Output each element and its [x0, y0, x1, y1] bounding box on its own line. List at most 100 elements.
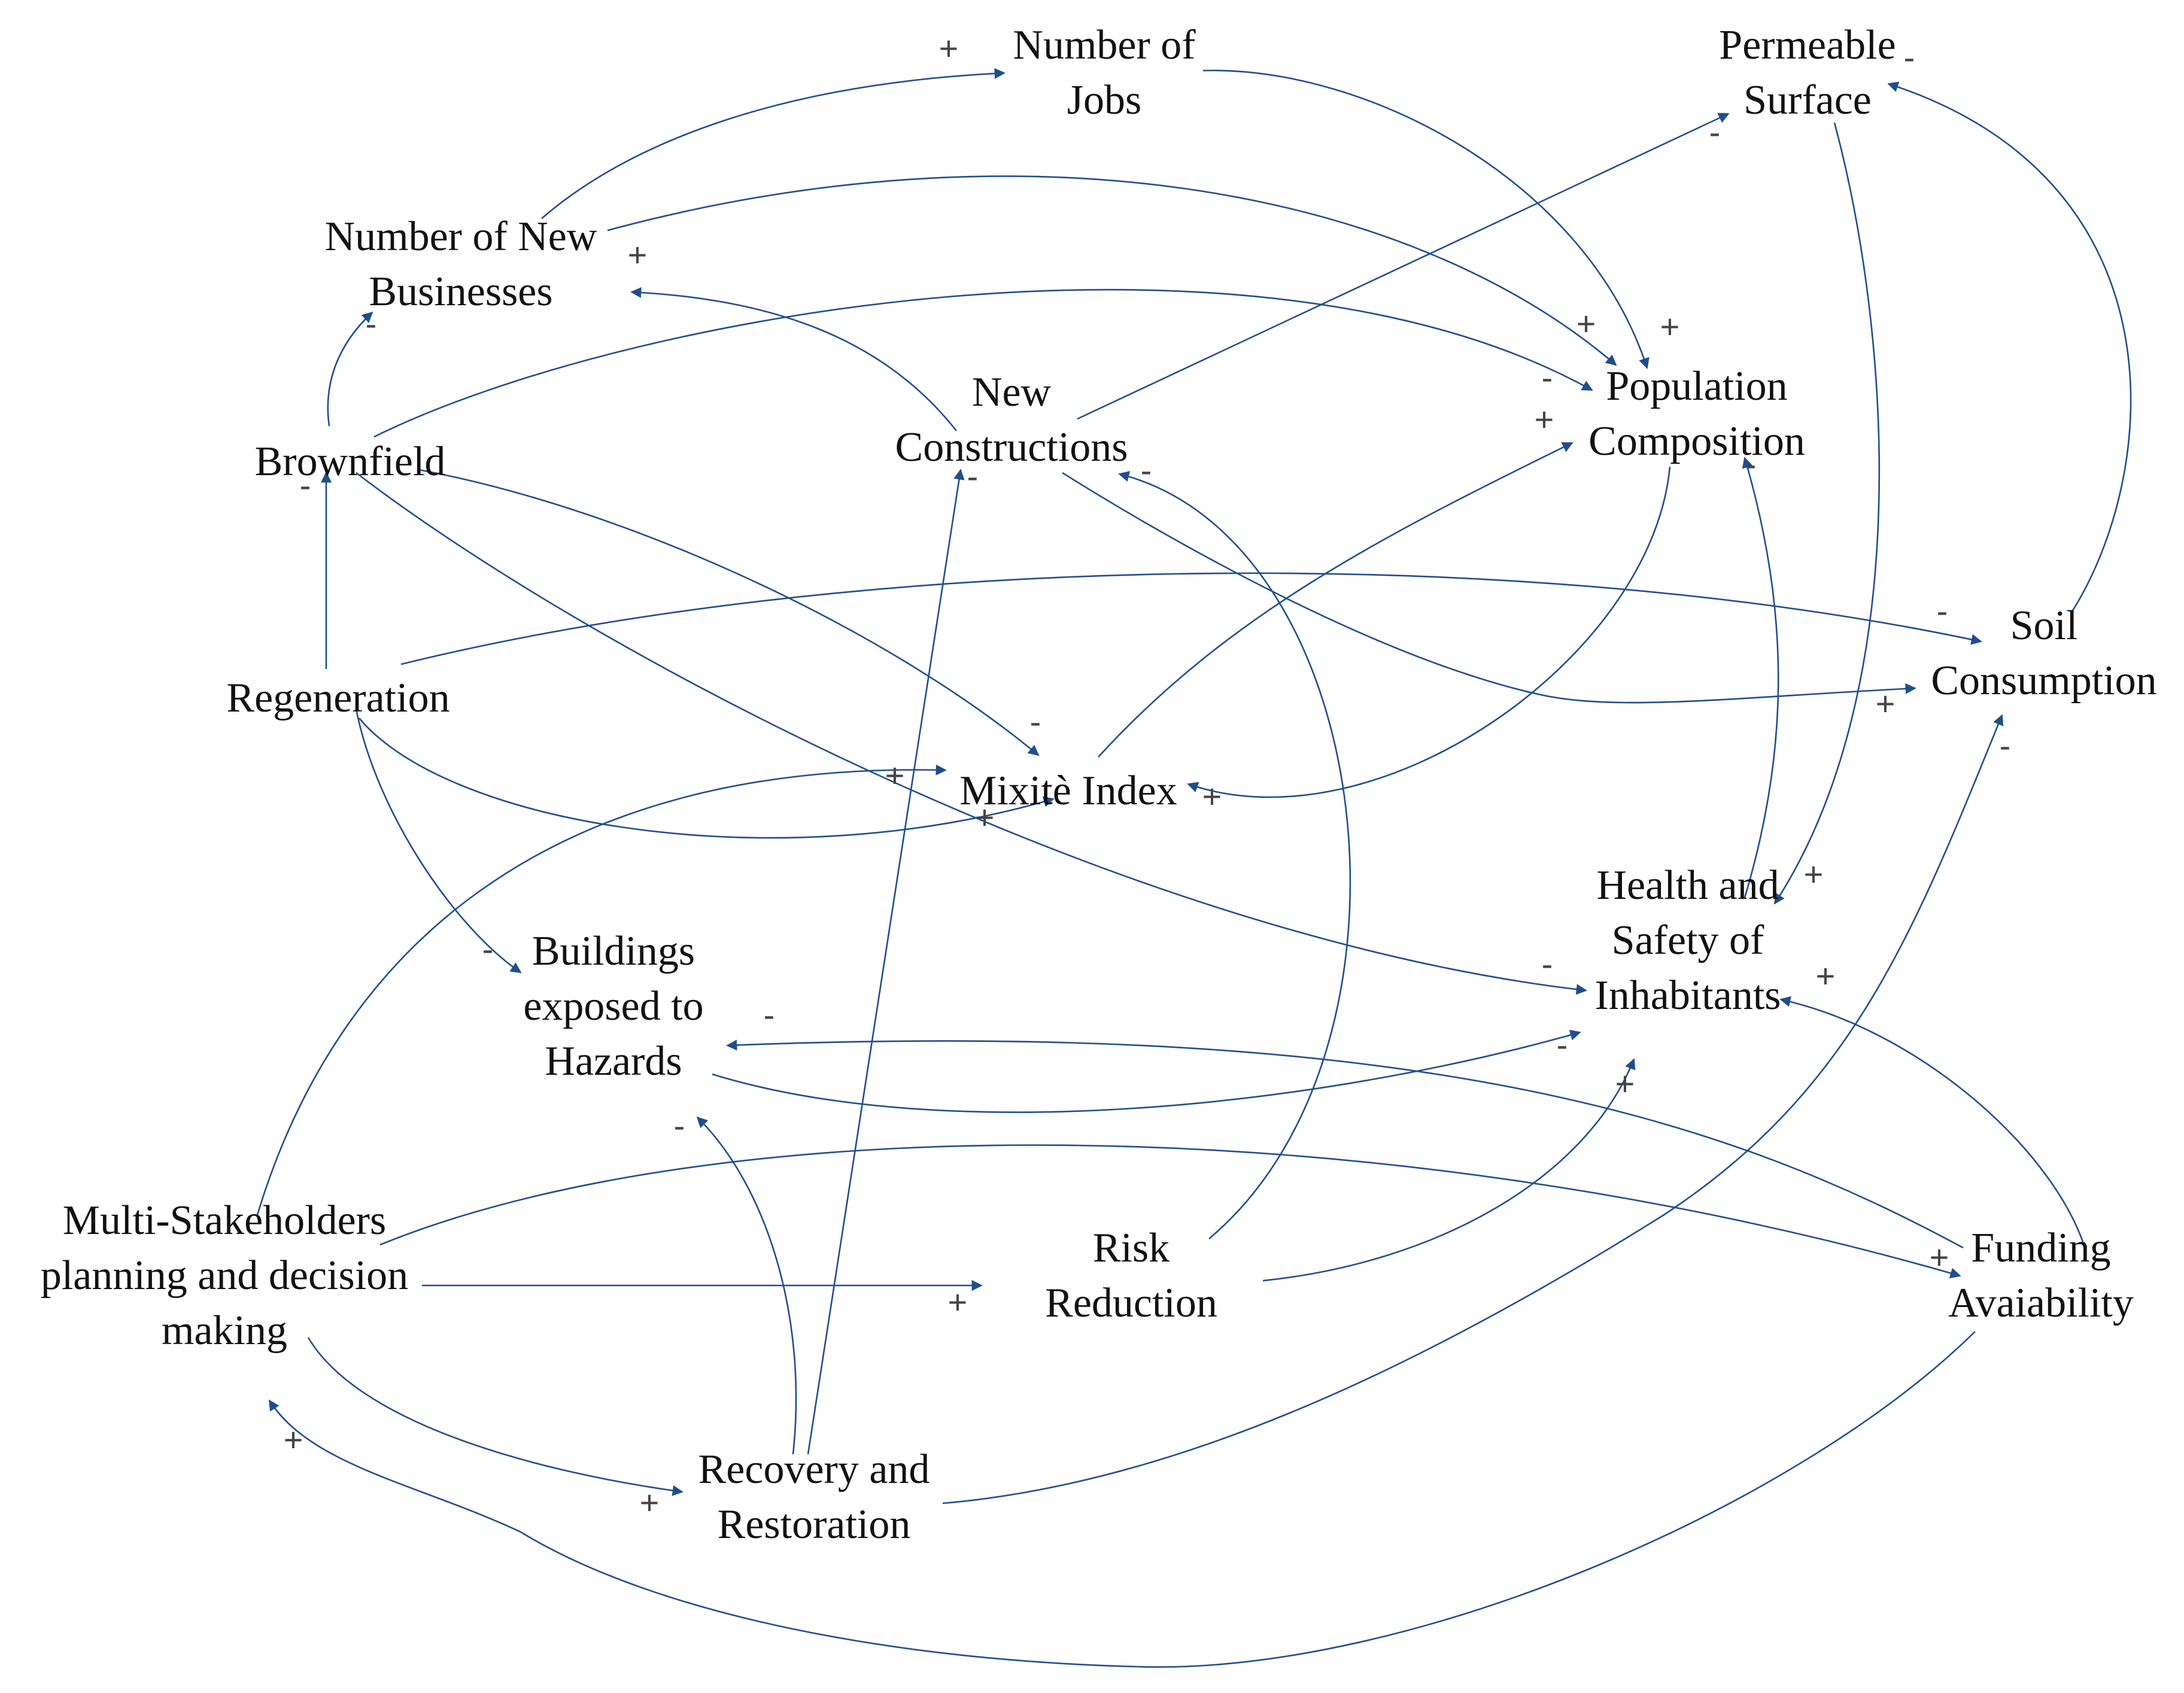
link-newcons-to-soil — [1062, 472, 1916, 704]
polarity-sign-mixite-to-popcomp: + — [1535, 400, 1554, 438]
link-popcomp-to-mixite — [1187, 466, 1671, 798]
node-multi-label-line: planning and decision — [41, 1253, 408, 1299]
node-risk-label-line: Reduction — [1045, 1280, 1217, 1326]
node-newbiz-label-line: Businesses — [369, 269, 552, 315]
link-brownfield-to-mixite — [418, 469, 1040, 756]
polarity-sign-brownfield-to-popcomp: - — [1542, 358, 1553, 396]
link-permeable-to-health — [1773, 122, 1881, 905]
node-popcomp-label-line: Composition — [1588, 418, 1805, 464]
node-jobs-label-line: Number of — [1013, 22, 1196, 68]
link-funding-to-buildings — [726, 1039, 1964, 1249]
link-newbiz-to-popcomp — [607, 175, 1617, 366]
link-recovery-to-newcons — [807, 469, 965, 1455]
node-newbiz-label-line: Number of New — [325, 214, 597, 260]
polarity-sign-multi-to-funding: + — [1930, 1238, 1949, 1276]
node-soil-label-line: Soil — [2010, 603, 2078, 649]
link-funding-to-health — [1779, 996, 2084, 1242]
polarity-sign-newcons-to-soil: + — [1876, 685, 1896, 722]
link-jobs-to-popcomp — [1202, 69, 1650, 369]
polarity-sign-funding-to-multi: + — [284, 1421, 303, 1458]
polarity-sign-newbiz-to-popcomp: + — [1577, 305, 1596, 342]
polarity-sign-multi-to-mixite: + — [885, 756, 905, 794]
link-newcons-to-permeable — [1077, 113, 1730, 420]
node-health-label-line: Safety of — [1612, 917, 1764, 963]
node-health-label-line: Health and — [1596, 862, 1779, 908]
polarity-sign-brownfield-to-health: - — [1542, 945, 1553, 983]
link-soil-to-permeable — [1887, 81, 2132, 614]
link-health-to-popcomp — [1742, 457, 1779, 898]
link-brownfield-to-popcomp — [373, 288, 1593, 438]
link-brownfield-to-newbiz — [327, 311, 373, 427]
node-permeable-label-line: Surface — [1743, 77, 1872, 123]
link-newcons-to-newbiz — [630, 287, 958, 431]
link-risk-to-newcons — [1118, 471, 1351, 1239]
polarity-signs-layer: +++--+--+----++-++-+--++---+++-+ — [284, 29, 2011, 1521]
link-mixite-to-popcomp — [1098, 442, 1574, 758]
link-brownfield-to-health — [356, 472, 1587, 995]
polarity-sign-recovery-to-soil: - — [2000, 727, 2011, 764]
polarity-sign-newcons-to-permeable: - — [1709, 113, 1721, 151]
node-newcons-label-line: New — [972, 369, 1052, 415]
node-buildings-label-line: Buildings — [532, 928, 695, 974]
link-newbiz-to-jobs — [541, 68, 1006, 219]
polarity-sign-health-to-popcomp: - — [1745, 445, 1757, 483]
node-health-label-line: Inhabitants — [1594, 972, 1781, 1019]
polarity-sign-regeneration-to-buildings: - — [482, 930, 494, 968]
node-regeneration: Regeneration — [226, 675, 449, 721]
link-risk-to-health — [1262, 1058, 1636, 1282]
polarity-sign-funding-to-buildings: - — [764, 996, 775, 1034]
polarity-sign-recovery-to-newcons: - — [967, 457, 979, 495]
polarity-sign-funding-to-health: + — [1816, 957, 1836, 995]
polarity-sign-multi-to-risk: + — [948, 1283, 968, 1321]
node-regeneration-label-line: Regeneration — [226, 675, 449, 721]
node-funding-label-line: Funding — [1971, 1225, 2110, 1271]
links-layer — [256, 68, 2132, 1668]
node-multi-label-line: making — [162, 1308, 287, 1354]
link-recovery-to-soil — [942, 714, 2004, 1504]
polarity-sign-popcomp-to-mixite: + — [1202, 777, 1222, 815]
node-popcomp-label-line: Population — [1606, 363, 1787, 409]
polarity-sign-recovery-to-buildings: - — [674, 1107, 685, 1144]
node-mixite: Mixitè Index — [959, 768, 1177, 814]
polarity-sign-risk-to-newcons: - — [1141, 451, 1152, 489]
link-buildings-to-health — [712, 1029, 1581, 1113]
node-risk-label-line: Risk — [1093, 1225, 1170, 1271]
link-recovery-to-buildings — [696, 1116, 797, 1455]
polarity-sign-regeneration-to-mixite: + — [975, 798, 995, 836]
node-buildings-label-line: exposed to — [523, 983, 703, 1029]
link-funding-to-multi — [268, 1331, 1976, 1668]
link-regeneration-to-soil — [400, 572, 1982, 665]
polarity-sign-brownfield-to-mixite: - — [1030, 703, 1041, 740]
polarity-sign-jobs-to-popcomp: + — [1660, 308, 1680, 345]
node-multi-label-line: Multi-Stakeholders — [63, 1197, 386, 1244]
polarity-sign-brownfield-to-newbiz: - — [366, 305, 377, 342]
node-buildings-label-line: Hazards — [545, 1038, 682, 1084]
polarity-sign-permeable-to-health: + — [1804, 855, 1824, 893]
polarity-sign-risk-to-health: + — [1615, 1065, 1635, 1102]
node-soil-label-line: Consumption — [1931, 658, 2156, 704]
node-multi: Multi-Stakeholders planning and decision m… — [41, 1197, 408, 1354]
node-buildings: Buildings exposed to Hazards — [523, 928, 703, 1084]
node-mixite-label-line: Mixitè Index — [959, 768, 1177, 814]
link-multi-to-funding — [379, 1144, 1961, 1279]
link-regeneration-to-mixite — [359, 718, 1055, 839]
node-newcons-label-line: Constructions — [895, 424, 1128, 470]
link-multi-to-mixite — [256, 764, 947, 1215]
link-multi-to-recovery — [307, 1337, 684, 1496]
node-recovery-label-line: Restoration — [718, 1501, 911, 1548]
polarity-sign-newcons-to-newbiz: + — [628, 236, 648, 273]
node-brownfield: Brownfield — [255, 439, 446, 485]
link-regeneration-to-buildings — [355, 709, 522, 974]
